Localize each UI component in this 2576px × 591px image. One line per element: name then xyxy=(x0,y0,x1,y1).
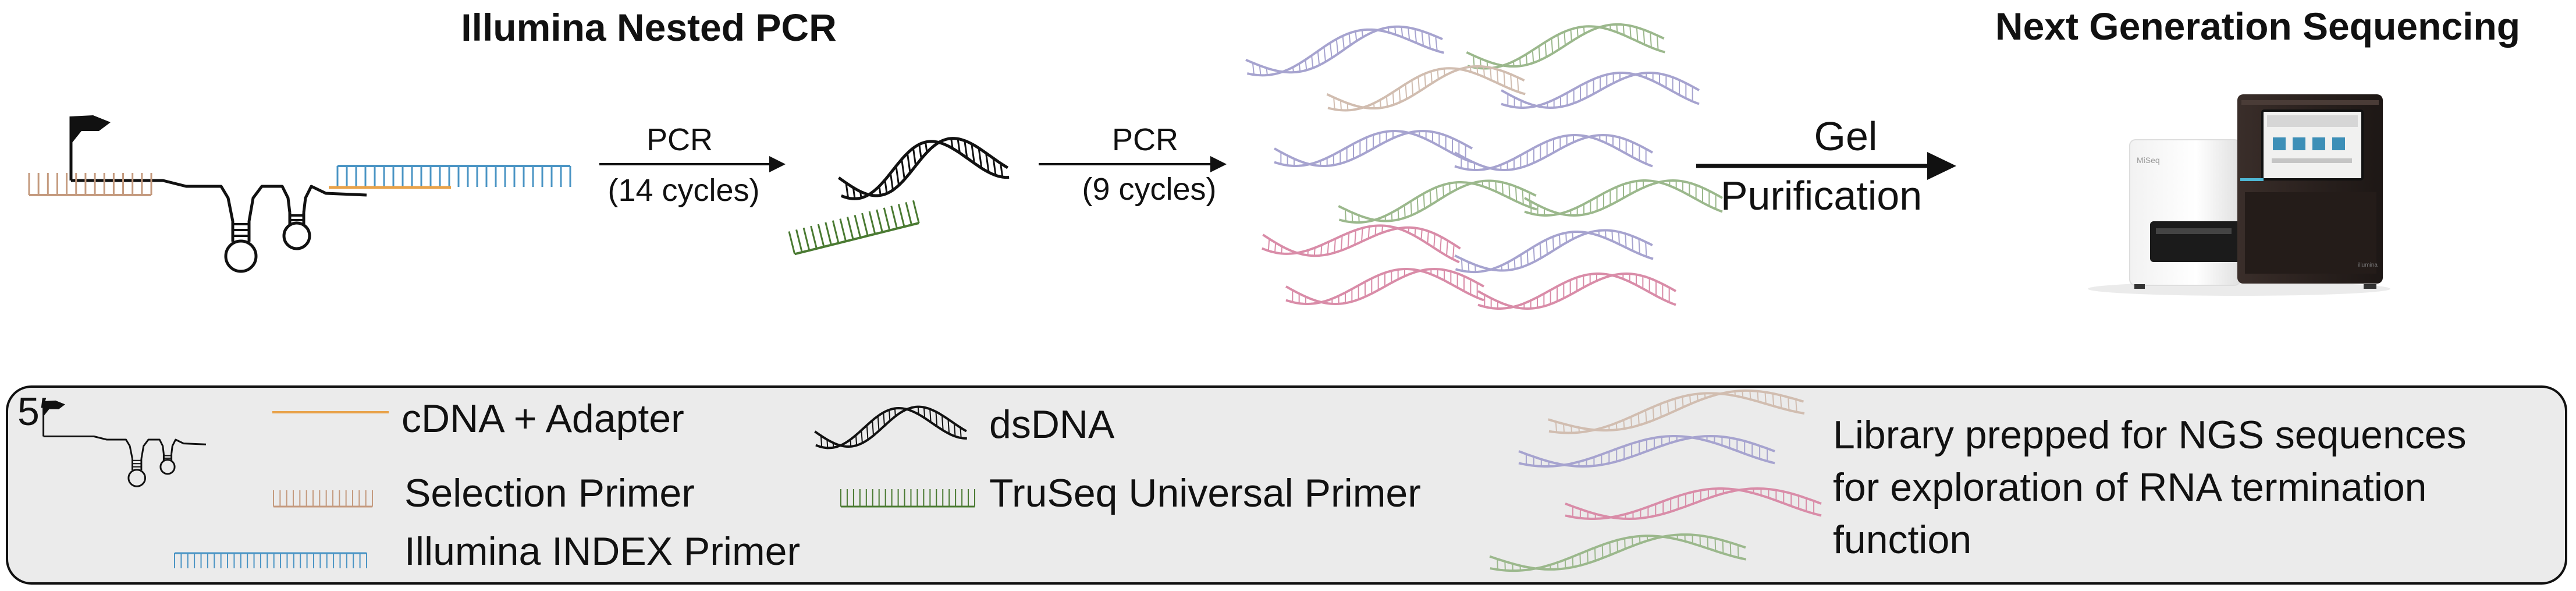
legend-truseq-label: TruSeq Universal Primer xyxy=(989,471,1421,515)
illumina-index-primer-strand xyxy=(336,165,571,187)
legend-truseq-primer xyxy=(840,489,975,508)
legend-hairpin-rna-icon xyxy=(42,400,207,487)
legend-cdna-adapter: cDNA + Adapter xyxy=(401,397,684,441)
step2-label: PCR xyxy=(1112,122,1178,157)
five-prime-label: 5′ xyxy=(17,390,47,434)
title-next-generation-sequencing: Next Generation Sequencing xyxy=(1995,5,2520,48)
legend-selection-primer-label: Selection Primer xyxy=(404,471,695,515)
arrow-icon xyxy=(1210,156,1227,172)
gel-label: Gel xyxy=(1814,114,1878,159)
legend-library-line3: function xyxy=(1833,518,1971,562)
legend-illumina-index-primer-label: Illumina INDEX Primer xyxy=(404,529,800,574)
sequencer-icon: MiSeq illumina xyxy=(2088,94,2390,296)
legend-dsdna-label: dsDNA xyxy=(989,402,1115,447)
legend-dsdna-icon xyxy=(814,405,967,450)
legend-illumina-primer xyxy=(174,552,367,568)
legend-library-line1: Library prepped for NGS sequences xyxy=(1833,413,2467,457)
step2-cycles: (9 cycles) xyxy=(1082,172,1216,207)
legend-selection-primer xyxy=(273,490,373,508)
selection-primer-strand xyxy=(28,173,152,196)
legend-library-line2: for exploration of RNA termination xyxy=(1833,465,2427,509)
arrow-icon xyxy=(1927,152,1956,180)
library-strands xyxy=(1245,23,1723,310)
legend-library-strands xyxy=(1489,389,1822,572)
purification-label: Purification xyxy=(1721,173,1922,218)
step1-cycles: (14 cycles) xyxy=(607,173,759,208)
truseq-primer-strand xyxy=(788,200,920,256)
step1-label: PCR xyxy=(646,122,713,157)
arrow-icon xyxy=(769,156,786,172)
dsdna-icon xyxy=(837,137,1010,200)
hairpin-rna-icon xyxy=(69,115,367,273)
svg-text:illumina: illumina xyxy=(2358,262,2378,268)
svg-text:MiSeq: MiSeq xyxy=(2137,155,2160,165)
legend-box xyxy=(6,385,2567,585)
title-illumina-nested-pcr: Illumina Nested PCR xyxy=(461,6,836,49)
